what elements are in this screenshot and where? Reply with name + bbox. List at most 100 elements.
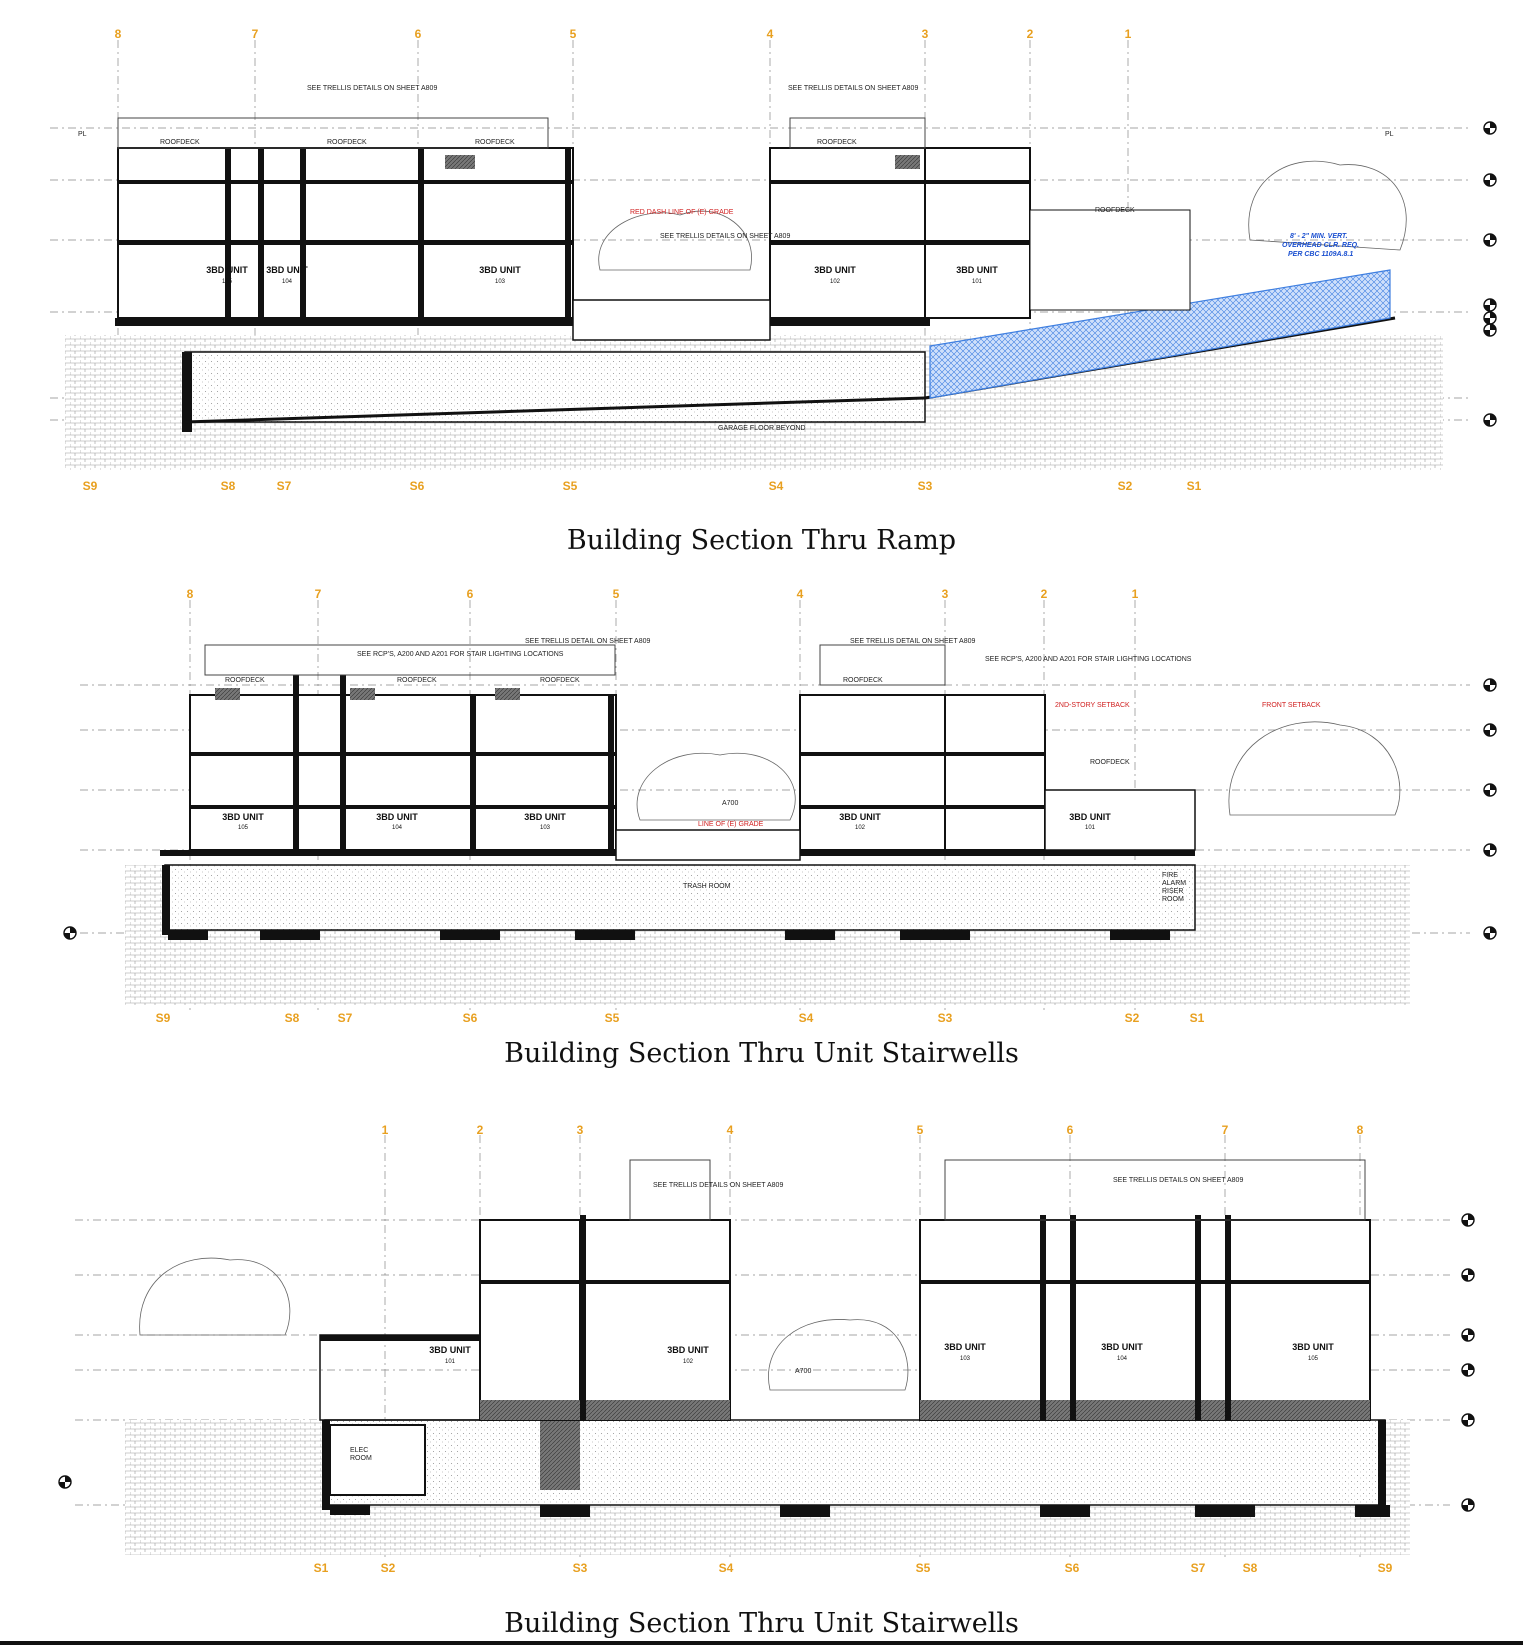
grid-label-top: 3 [922, 27, 929, 41]
unit-label: 3BD UNIT [1069, 812, 1111, 822]
trellis [629, 1159, 711, 1221]
unit-number: 104 [392, 825, 403, 831]
unit-label: 3BD UNIT [429, 1345, 471, 1355]
section-caption: Building Section Thru Unit Stairwells [504, 1038, 1019, 1069]
unit-label: 3BD UNIT [944, 1342, 986, 1352]
grid-label-bottom: S9 [83, 479, 98, 493]
grid-label-top: 5 [570, 27, 577, 41]
trellis [944, 1159, 1366, 1221]
unit-number: 102 [855, 825, 866, 831]
rcp-note: SEE RCP'S, A200 AND A201 FOR STAIR LIGHT… [985, 656, 1192, 663]
grid-label-bottom: S7 [1191, 1561, 1206, 1575]
courtyard [615, 829, 801, 861]
page-bottom-rule [0, 1641, 1523, 1645]
building-block-center [799, 694, 946, 851]
grid-label-top: 7 [315, 587, 322, 601]
roofdeck-label: ROOFDECK [1095, 207, 1135, 214]
roofdeck-label: ROOFDECK [540, 677, 580, 684]
unit-number: 105 [222, 279, 233, 285]
courtyard [572, 299, 771, 341]
grid-label-bottom: S3 [938, 1011, 953, 1025]
tree-outline [1228, 721, 1401, 816]
ground-slab [115, 318, 930, 326]
grid-label-bottom: S4 [719, 1561, 734, 1575]
setback-note: 2ND-STORY SETBACK [1055, 702, 1130, 709]
unit-number: 104 [282, 279, 293, 285]
building-block [579, 1219, 731, 1421]
grid-label-bottom: S6 [463, 1011, 478, 1025]
building-block-center [769, 147, 926, 319]
garage-level [324, 1419, 1386, 1506]
trellis [204, 644, 616, 676]
setback-note: FRONT SETBACK [1262, 702, 1321, 709]
roofdeck-label: ROOFDECK [327, 139, 367, 146]
grid-label-top: 5 [613, 587, 620, 601]
fire-alarm-label: ALARM [1162, 880, 1186, 887]
elec-room [329, 1424, 426, 1496]
grid-label-bottom: S8 [221, 479, 236, 493]
grid-label-top: 1 [1125, 27, 1132, 41]
unit-number: 102 [830, 279, 841, 285]
unit-number: 104 [1117, 1356, 1128, 1362]
garage-floor-line [184, 396, 926, 424]
grid-label-top: 1 [1132, 587, 1139, 601]
unit-label: 3BD UNIT [266, 265, 308, 275]
grid-label-bottom: S3 [573, 1561, 588, 1575]
roofdeck-label: ROOFDECK [160, 139, 200, 146]
property-line-label: PL [1385, 131, 1394, 138]
building-block-left [117, 147, 574, 319]
section-thru-ramp-drawing: 8 7 6 5 4 3 2 1 S9 S8 S7 S6 S5 S4 S3 S2 … [50, 27, 1497, 493]
unit-number: 103 [540, 825, 551, 831]
trash-room-label: TRASH ROOM [683, 883, 731, 890]
grid-label-bottom: S8 [285, 1011, 300, 1025]
unit-label: 3BD UNIT [956, 265, 998, 275]
fire-alarm-label: ROOM [1162, 896, 1184, 903]
grid-label-bottom: S7 [277, 479, 292, 493]
grid-label-bottom: S3 [918, 479, 933, 493]
grid-label-bottom: S4 [799, 1011, 814, 1025]
grid-label-bottom: S6 [410, 479, 425, 493]
building-block-right [924, 147, 1031, 319]
unit-number: 103 [495, 279, 506, 285]
tree-outline [598, 210, 752, 271]
roofdeck-label: ROOFDECK [817, 139, 857, 146]
level-marker-icon [1483, 121, 1497, 427]
grid-label-top: 5 [917, 1123, 924, 1137]
grid-label-top: 4 [767, 27, 774, 41]
grid-label-bottom: S1 [1190, 1011, 1205, 1025]
trellis-note: SEE TRELLIS DETAILS ON SHEET A809 [1113, 1177, 1243, 1184]
grid-label-bottom: S2 [381, 1561, 396, 1575]
grid-label-bottom: S1 [314, 1561, 329, 1575]
grid-label-top: 1 [382, 1123, 389, 1137]
unit-label: 3BD UNIT [376, 812, 418, 822]
section-caption: Building Section Thru Ramp [566, 525, 957, 556]
grid-label-bottom: S6 [1065, 1561, 1080, 1575]
trellis [117, 117, 549, 149]
unit-label: 3BD UNIT [524, 812, 566, 822]
roofdeck-label: ROOFDECK [843, 677, 883, 684]
section-thru-stairwells-1: 8 7 6 5 4 3 2 1 S9 S8 S7 S6 S5 S4 S3 S2 … [0, 580, 1523, 1110]
roofdeck-label: ROOFDECK [475, 139, 515, 146]
unit-number: 103 [960, 1356, 971, 1362]
grid-label-bottom: S9 [1378, 1561, 1393, 1575]
grid-label-top: 7 [252, 27, 259, 41]
roofdeck-volume [1044, 789, 1196, 851]
trellis-note: SEE TRELLIS DETAIL ON SHEET A809 [525, 638, 651, 645]
level-marker-icon [63, 678, 1497, 940]
grid-label-top: 2 [1027, 27, 1034, 41]
trellis-note: SEE TRELLIS DETAIL ON SHEET A809 [850, 638, 976, 645]
grid-label-top: 2 [1041, 587, 1048, 601]
unit-label: 3BD UNIT [814, 265, 856, 275]
elec-room-label: ROOM [350, 1455, 372, 1462]
tree-outline [1248, 160, 1407, 251]
unit-number: 101 [1085, 825, 1096, 831]
grid-label-bottom: S2 [1118, 479, 1133, 493]
garage-wall [182, 352, 192, 432]
roofdeck-volume [1029, 209, 1191, 311]
building-block-right [919, 1219, 1371, 1421]
detail-tag: A700 [795, 1368, 811, 1375]
building-block [479, 1219, 581, 1421]
trellis-note: SEE TRELLIS DETAILS ON SHEET A809 [653, 1182, 783, 1189]
grade-note: LINE OF (E) GRADE [698, 821, 764, 828]
unit-label: 3BD UNIT [839, 812, 881, 822]
